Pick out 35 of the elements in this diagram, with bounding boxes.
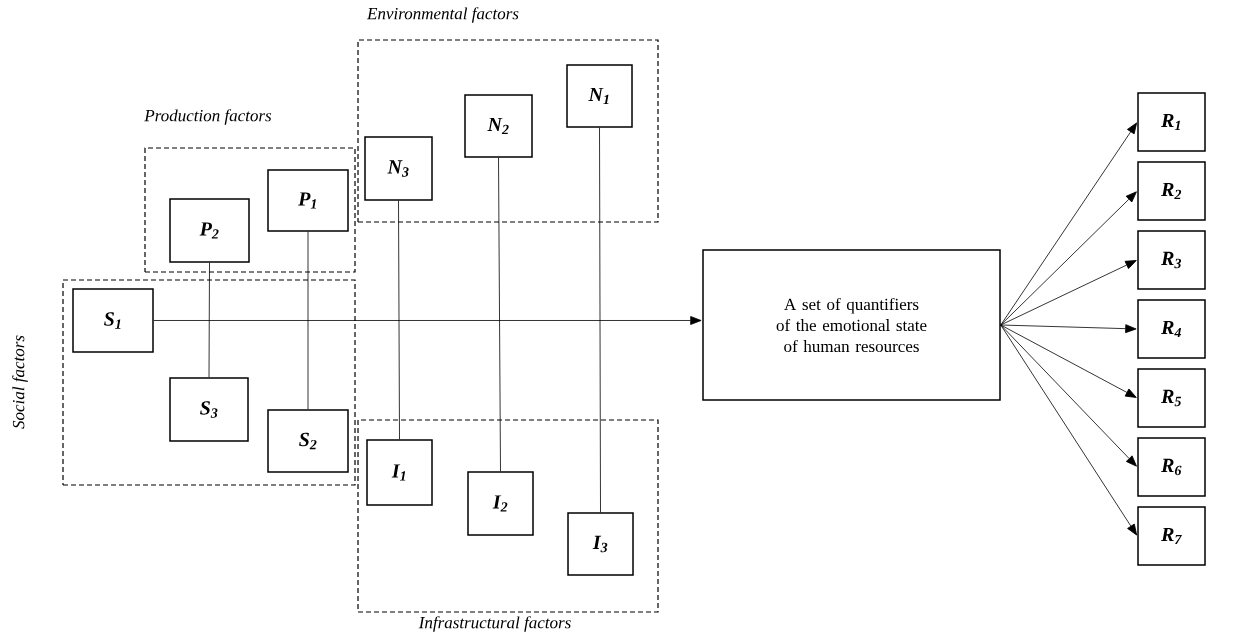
factor-box: R$_{6}$ bbox=[1137, 437, 1206, 497]
factor-box: S$_{1}$ bbox=[72, 288, 154, 353]
factor-box: R$_{1}$ bbox=[1137, 92, 1206, 152]
factor-box: R$_{5}$ bbox=[1137, 368, 1206, 428]
factor-box: I$_{3}$ bbox=[567, 512, 634, 576]
arrow bbox=[153, 316, 702, 325]
process-box: A set of quantifiers of the emotional state of human resources bbox=[702, 249, 1001, 401]
factor-box: S$_{3}$ bbox=[169, 377, 249, 442]
node-label: Social factors bbox=[12, 335, 28, 429]
connector-line bbox=[599, 127, 601, 513]
arrow bbox=[1000, 260, 1137, 326]
connector-line bbox=[208, 262, 210, 378]
connector-line bbox=[307, 231, 309, 410]
connector-line bbox=[398, 200, 400, 440]
factor-box: R$_{2}$ bbox=[1137, 161, 1206, 221]
node-label: Production factors bbox=[144, 109, 272, 125]
arrow bbox=[1000, 324, 1138, 536]
node-label: Environmental factors bbox=[366, 7, 519, 23]
arrow bbox=[1000, 324, 1137, 398]
connector-line bbox=[498, 157, 501, 472]
factor-box: S$_{2}$ bbox=[267, 409, 349, 473]
node-label: Infrastructural factors bbox=[418, 616, 571, 632]
arrow bbox=[1000, 191, 1137, 326]
factor-box: P$_{2}$ bbox=[169, 198, 250, 263]
factor-box: N$_{2}$ bbox=[464, 94, 533, 158]
factor-box: I$_{2}$ bbox=[467, 471, 534, 536]
arrow bbox=[1000, 324, 1137, 467]
factor-box: N$_{1}$ bbox=[566, 64, 633, 128]
factor-box: R$_{3}$ bbox=[1137, 230, 1206, 290]
factor-box: R$_{4}$ bbox=[1137, 299, 1206, 359]
factor-box: N$_{3}$ bbox=[364, 136, 433, 201]
arrow bbox=[1000, 324, 1137, 334]
factor-box: R$_{7}$ bbox=[1137, 506, 1206, 566]
factor-box: I$_{1}$ bbox=[366, 439, 433, 506]
factor-box: P$_{1}$ bbox=[267, 169, 349, 232]
